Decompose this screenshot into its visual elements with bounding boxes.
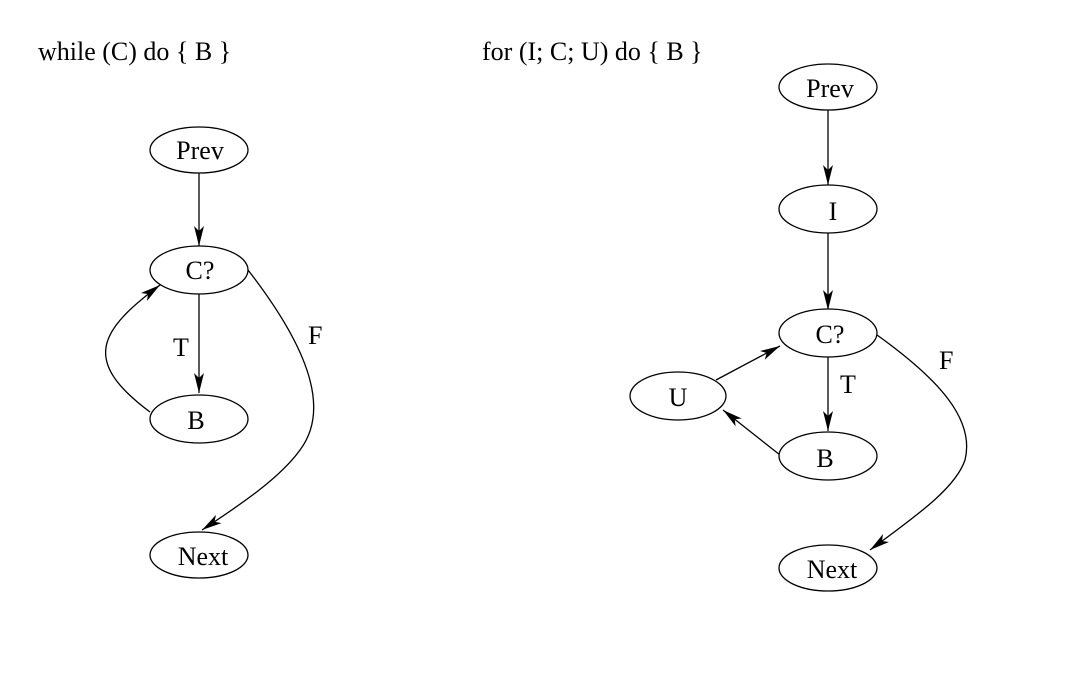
for-node-update: U	[629, 371, 727, 421]
for-node-cond-label: C?	[816, 320, 845, 349]
while-node-body: B	[149, 394, 249, 444]
while-loop-diagram: while (C) do { B } T F Prev C? B Next	[38, 37, 322, 579]
for-node-next: Next	[778, 544, 878, 592]
for-true-label: T	[840, 370, 856, 399]
while-edge-cond-to-next	[201, 269, 315, 531]
while-node-next: Next	[149, 531, 249, 579]
for-node-prev-label: Prev	[806, 74, 854, 103]
for-node-init: I	[778, 184, 878, 234]
while-edge-body-to-cond	[105, 284, 161, 413]
while-diagram-title: while (C) do { B }	[38, 37, 231, 66]
while-true-label: T	[173, 333, 189, 362]
for-edge-cond-to-next	[869, 334, 968, 551]
while-edges	[105, 172, 315, 531]
while-node-prev: Prev	[149, 126, 249, 174]
for-node-body-label: B	[816, 444, 833, 473]
while-node-cond-label: C?	[186, 256, 215, 285]
for-loop-diagram: for (I; C; U) do { B } T F Prev I C?	[482, 37, 968, 592]
for-false-label: F	[939, 346, 953, 375]
while-node-body-label: B	[187, 406, 204, 435]
while-false-label: F	[308, 321, 322, 350]
for-node-update-label: U	[669, 383, 688, 412]
for-edges	[715, 110, 968, 551]
while-node-prev-label: Prev	[176, 136, 224, 165]
for-node-init-label: I	[829, 197, 838, 226]
for-diagram-title: for (I; C; U) do { B }	[482, 37, 703, 66]
while-node-next-label: Next	[178, 542, 229, 571]
for-node-body: B	[778, 431, 878, 481]
for-node-prev: Prev	[778, 63, 878, 111]
for-edge-body-to-update	[722, 409, 781, 456]
for-node-next-label: Next	[807, 555, 858, 584]
for-node-cond: C?	[778, 308, 878, 358]
for-edge-update-to-cond	[715, 345, 781, 381]
while-node-cond: C?	[149, 245, 249, 295]
